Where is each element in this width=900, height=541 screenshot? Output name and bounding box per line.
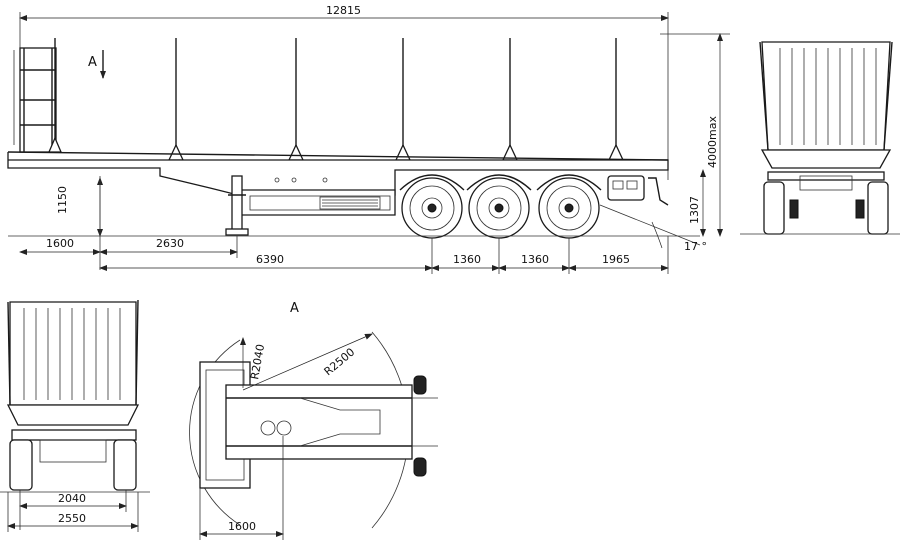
dim-rear-height: 1307 [688,196,701,224]
dim-axle-spacing-1: 1360 [453,253,481,266]
swing-arc-front [189,339,241,526]
rear-bumper [648,177,669,206]
stanchions [48,38,625,161]
chassis-frame [7,151,669,216]
dim-overall-width: 2550 [58,512,86,525]
dim-overall-length: 12815 [326,4,361,17]
stanchion-5 [501,38,519,161]
headboard [13,47,57,153]
side-view: 12815 [7,4,730,274]
landing-gear [225,175,249,236]
axle-3 [538,177,600,239]
dim-track-width: 2040 [58,492,86,505]
dim-rear-overhang: 1965 [602,253,630,266]
stanchion-3 [287,38,305,161]
dim-wheelbase: 6390 [256,253,284,266]
stanchion-4 [394,38,412,161]
dim-kingpin-offset: 1600 [228,520,256,533]
stanchion-2 [167,38,185,161]
front-view: 2040 2550 [0,299,150,532]
dim-coupling-height: 1150 [56,186,69,214]
stanchion-6 [607,38,625,161]
dim-front-overhang: 1600 [46,237,74,250]
dim-swing-radius-front: R2040 [248,343,267,380]
rear-view [740,41,900,235]
dim-landing-gear: 2630 [156,237,184,250]
view-arrow-label: A [88,55,97,70]
plan-view-title: A [290,301,299,316]
dim-axle-spacing-2: 1360 [521,253,549,266]
dim-swing-radius-outer: R2500 [322,345,358,378]
axle-1 [401,177,463,239]
plan-view: A R2040 R2500 1600 [189,301,438,540]
dim-departure-angle: 17 ° [684,240,707,253]
rear-lights [607,175,645,201]
dim-max-height: 4000max [706,116,719,168]
axle-2 [468,177,530,239]
